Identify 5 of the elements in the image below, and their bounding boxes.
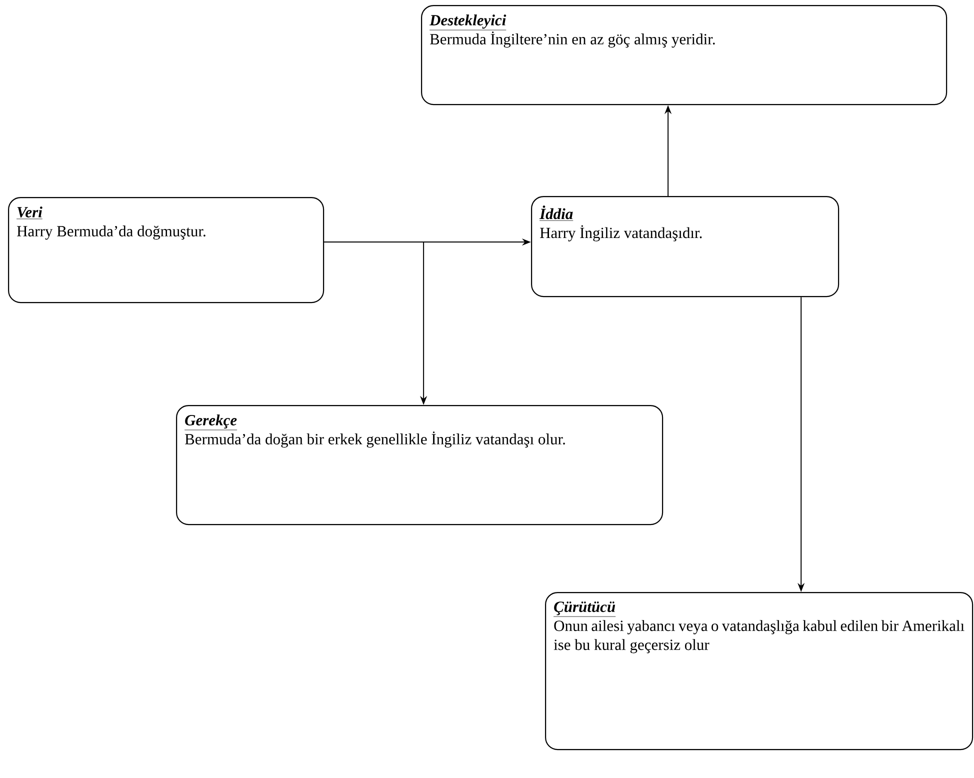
text-box: Veri Harry Bermuda’da doğmuştur. <box>8 196 324 304</box>
text-box: Destekleyici Bermuda İngiltere’nin en az göç almış yeridir. <box>421 4 948 106</box>
text-box: Çürütücü Onun ailesi yabancı veya o vatandaşlığa kabul edilen bir Amerikalı ise bu kural geçersiz olur <box>545 592 974 750</box>
text-box: Gerekçe Bermuda’da doğan bir erkek genellikle İngiliz vatandaşı olur. <box>176 404 664 526</box>
text-box: İddia Harry İngiliz vatandaşıdır. <box>531 196 840 298</box>
